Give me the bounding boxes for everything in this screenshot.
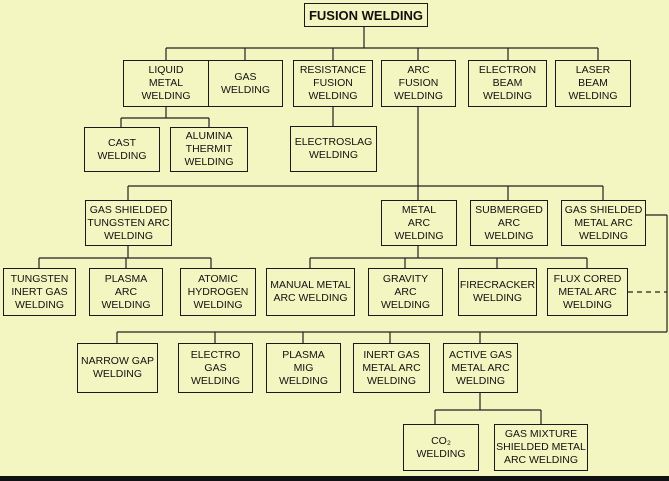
node-tungsten-inert-gas-welding: TUNGSTEN INERT GAS WELDING	[3, 268, 76, 316]
bottom-bar	[0, 476, 669, 481]
node-electroslag-welding: ELECTROSLAG WELDING	[290, 126, 377, 172]
node-atomic-hydrogen-welding: ATOMIC HYDROGEN WELDING	[180, 268, 256, 316]
node-alumina-thermit-welding: ALUMINA THERMIT WELDING	[170, 127, 248, 172]
node-plasma-arc-welding: PLASMA ARC WELDING	[89, 268, 163, 316]
node-narrow-gap-welding: NARROW GAP WELDING	[77, 343, 158, 393]
node-liquid-metal-welding: LIQUID METAL WELDING	[123, 60, 209, 107]
node-fusion-welding: FUSION WELDING	[304, 3, 428, 27]
node-manual-metal-arc-welding: MANUAL METAL ARC WELDING	[266, 268, 355, 316]
node-firecracker-welding: FIRECRACKER WELDING	[458, 268, 537, 316]
node-gas-shielded-metal-arc-welding: GAS SHIELDED METAL ARC WELDING	[561, 200, 646, 246]
node-inert-gas-metal-arc-welding: INERT GAS METAL ARC WELDING	[353, 343, 430, 393]
node-electro-gas-welding: ELECTRO GAS WELDING	[178, 343, 253, 393]
node-submerged-arc-welding: SUBMERGED ARC WELDING	[470, 200, 548, 246]
node-laser-beam-welding: LASER BEAM WELDING	[555, 60, 631, 107]
node-arc-fusion-welding: ARC FUSION WELDING	[381, 60, 456, 107]
node-metal-arc-welding: METAL ARC WELDING	[381, 200, 457, 246]
node-gas-mixture-shielded-metal-arc-welding: GAS MIXTURE SHIELDED METAL ARC WELDING	[494, 424, 588, 471]
node-gas-welding: GAS WELDING	[208, 60, 283, 107]
node-co2-welding: CO₂ WELDING	[403, 424, 479, 471]
node-resistance-fusion-welding: RESISTANCE FUSION WELDING	[293, 60, 373, 107]
node-gravity-arc-welding: GRAVITY ARC WELDING	[368, 268, 443, 316]
node-gas-shielded-tungsten-arc-welding: GAS SHIELDED TUNGSTEN ARC WELDING	[85, 200, 172, 246]
node-flux-cored-metal-arc-welding: FLUX CORED METAL ARC WELDING	[547, 268, 628, 316]
node-electron-beam-welding: ELECTRON BEAM WELDING	[468, 60, 547, 107]
node-plasma-mig-welding: PLASMA MIG WELDING	[266, 343, 341, 393]
node-active-gas-metal-arc-welding: ACTIVE GAS METAL ARC WELDING	[443, 343, 518, 393]
node-cast-welding: CAST WELDING	[84, 127, 160, 172]
